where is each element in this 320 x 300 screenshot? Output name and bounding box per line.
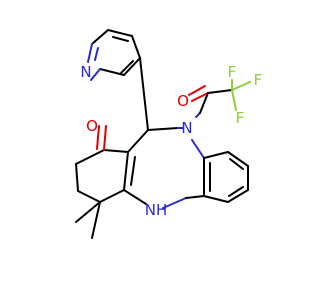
bond <box>120 60 134 74</box>
ketone-oxygen-label: O <box>86 117 98 135</box>
bond <box>229 158 244 170</box>
bond <box>107 29 133 37</box>
cyclohexenone-ring <box>75 129 149 203</box>
bond <box>131 35 141 59</box>
bond <box>147 127 179 131</box>
bond <box>227 151 249 167</box>
structure-canvas: N N NH O O F F F <box>75 29 263 239</box>
bond <box>75 163 79 192</box>
molecule-diagram: N N NH O O F F F <box>75 29 263 239</box>
bond <box>123 151 129 191</box>
bond <box>77 190 101 203</box>
bond <box>162 197 187 209</box>
bond <box>188 85 206 96</box>
pyridine-nitrogen-label: N <box>80 63 91 81</box>
amide-nitrogen-label: N <box>181 119 192 137</box>
bond <box>75 201 101 223</box>
bond <box>207 89 233 94</box>
bond <box>87 43 93 63</box>
pyridine-ring <box>87 29 141 81</box>
ring-nh-label: NH <box>145 201 168 219</box>
bond <box>191 92 209 102</box>
bond <box>231 81 251 91</box>
bond <box>90 68 101 81</box>
bond <box>127 129 149 153</box>
bond <box>191 139 205 159</box>
bond <box>103 149 129 153</box>
bond <box>94 47 99 61</box>
bond <box>139 57 149 131</box>
amide-oxygen-label: O <box>177 92 189 110</box>
bond <box>228 186 244 197</box>
bond <box>130 156 136 186</box>
fluorine-label: F <box>254 71 263 89</box>
bond <box>99 189 125 203</box>
fluorine-label: F <box>228 63 237 81</box>
bond <box>227 189 249 203</box>
bond <box>103 125 107 151</box>
bond <box>123 57 141 76</box>
benzene-ring <box>203 151 249 203</box>
bond <box>123 189 147 205</box>
bond <box>112 36 129 42</box>
bond <box>91 201 101 239</box>
bond <box>99 68 125 76</box>
bond <box>231 89 237 111</box>
bond <box>185 195 205 199</box>
bond <box>203 151 229 159</box>
bond <box>91 29 109 45</box>
bond <box>203 195 229 203</box>
bond <box>75 149 105 165</box>
bond <box>199 92 209 114</box>
fluorine-label: F <box>236 109 245 127</box>
bond <box>96 125 100 150</box>
